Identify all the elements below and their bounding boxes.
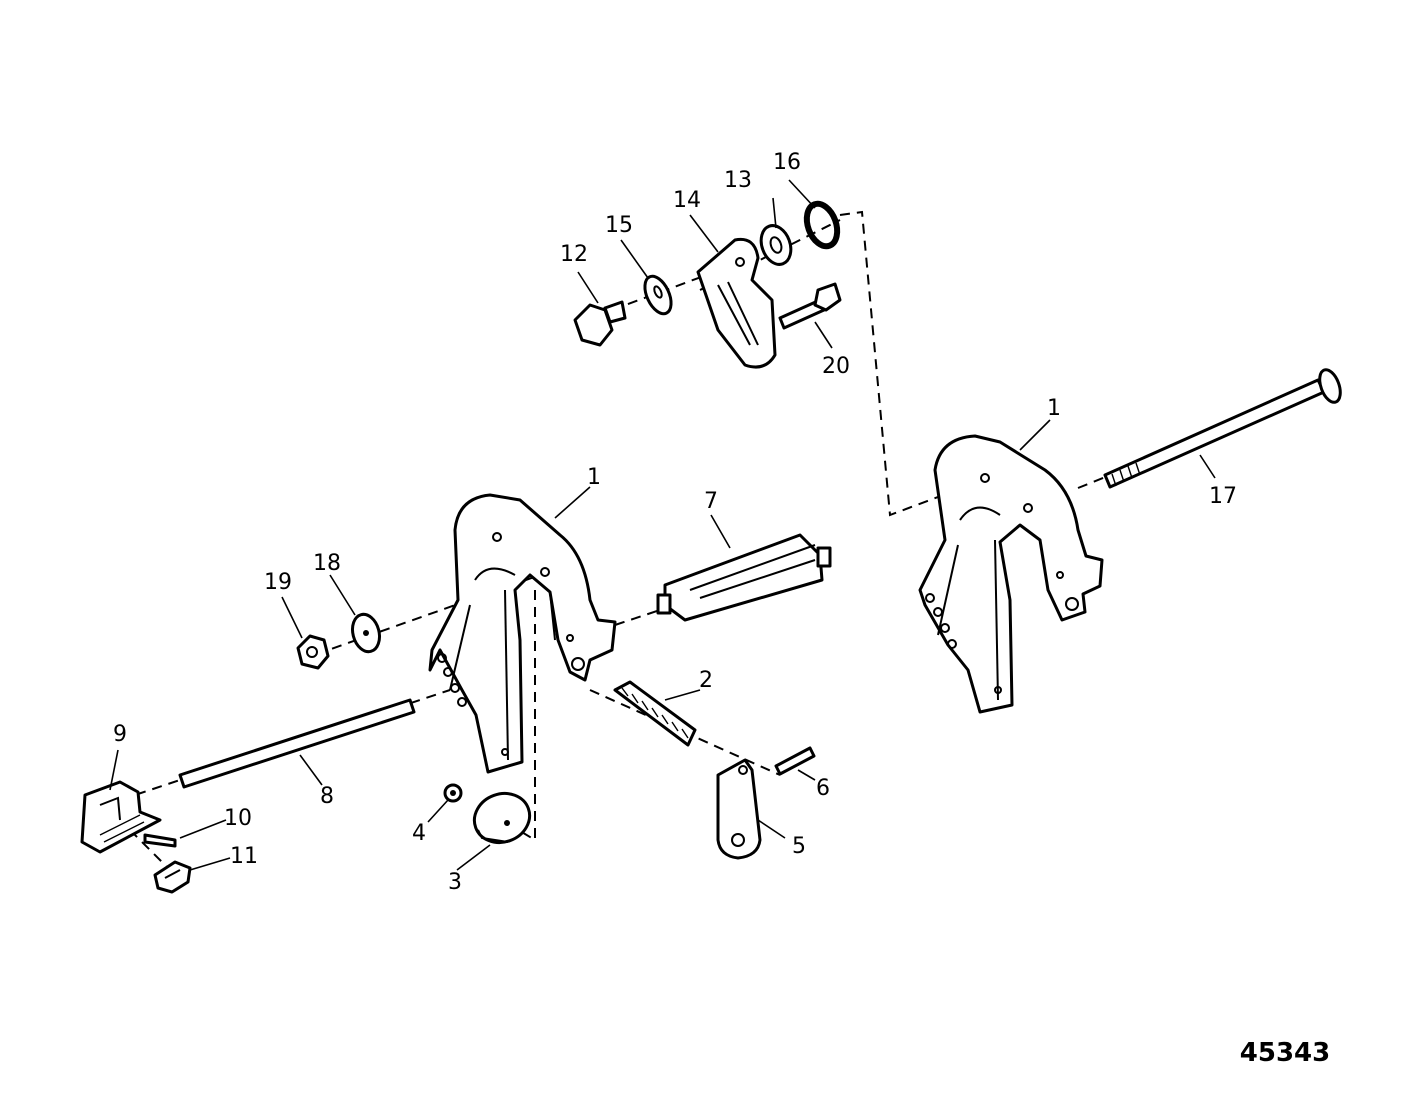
part-11-clip (153, 860, 192, 894)
part-19-nut (296, 634, 330, 670)
leader-lines (109, 179, 1216, 871)
callout-4: 4 (412, 821, 426, 846)
part-7-tube (656, 533, 832, 622)
callout-8: 8 (320, 784, 334, 809)
part-9-bracket (80, 780, 162, 854)
figure-number: 45343 (1240, 1038, 1330, 1068)
part-18-washer (351, 612, 381, 654)
callout-10: 10 (224, 806, 252, 831)
callout-2: 2 (699, 668, 713, 693)
callout-1-right: 1 (1047, 396, 1061, 421)
callout-17: 17 (1209, 484, 1237, 509)
callout-7: 7 (704, 489, 718, 514)
clamp-bracket-left (428, 493, 617, 774)
callout-15: 15 (605, 213, 633, 238)
part-12-knob (573, 300, 627, 347)
part-16-retaining-ring (803, 200, 841, 250)
callout-12: 12 (560, 242, 588, 267)
part-3-disc (472, 791, 532, 845)
callout-19: 19 (264, 570, 292, 595)
part-17-long-rod (1103, 368, 1342, 489)
callout-14: 14 (673, 188, 701, 213)
callout-6: 6 (816, 776, 830, 801)
part-5-latch (716, 758, 762, 860)
callout-labels: 1 1 2 3 4 5 6 7 8 9 10 11 12 13 14 15 16… (113, 150, 1237, 895)
callout-18: 18 (313, 551, 341, 576)
callout-9: 9 (113, 722, 127, 747)
part-15-washer (643, 274, 673, 316)
part-2-spring (613, 680, 697, 747)
callout-16: 16 (773, 150, 801, 175)
part-4-nut (443, 783, 463, 803)
part-20-bolt (778, 282, 842, 330)
callout-1-left: 1 (587, 465, 601, 490)
callout-3: 3 (448, 870, 462, 895)
clamp-bracket-right (918, 434, 1104, 714)
part-13-washer (759, 224, 793, 266)
part-14-lever (696, 237, 777, 369)
part-10-pin (143, 833, 177, 848)
callout-5: 5 (792, 834, 806, 859)
callout-13: 13 (724, 168, 752, 193)
callout-11: 11 (230, 844, 258, 869)
part-8-rod (178, 698, 416, 789)
part-6-pin (774, 746, 816, 776)
callout-20: 20 (822, 354, 850, 379)
